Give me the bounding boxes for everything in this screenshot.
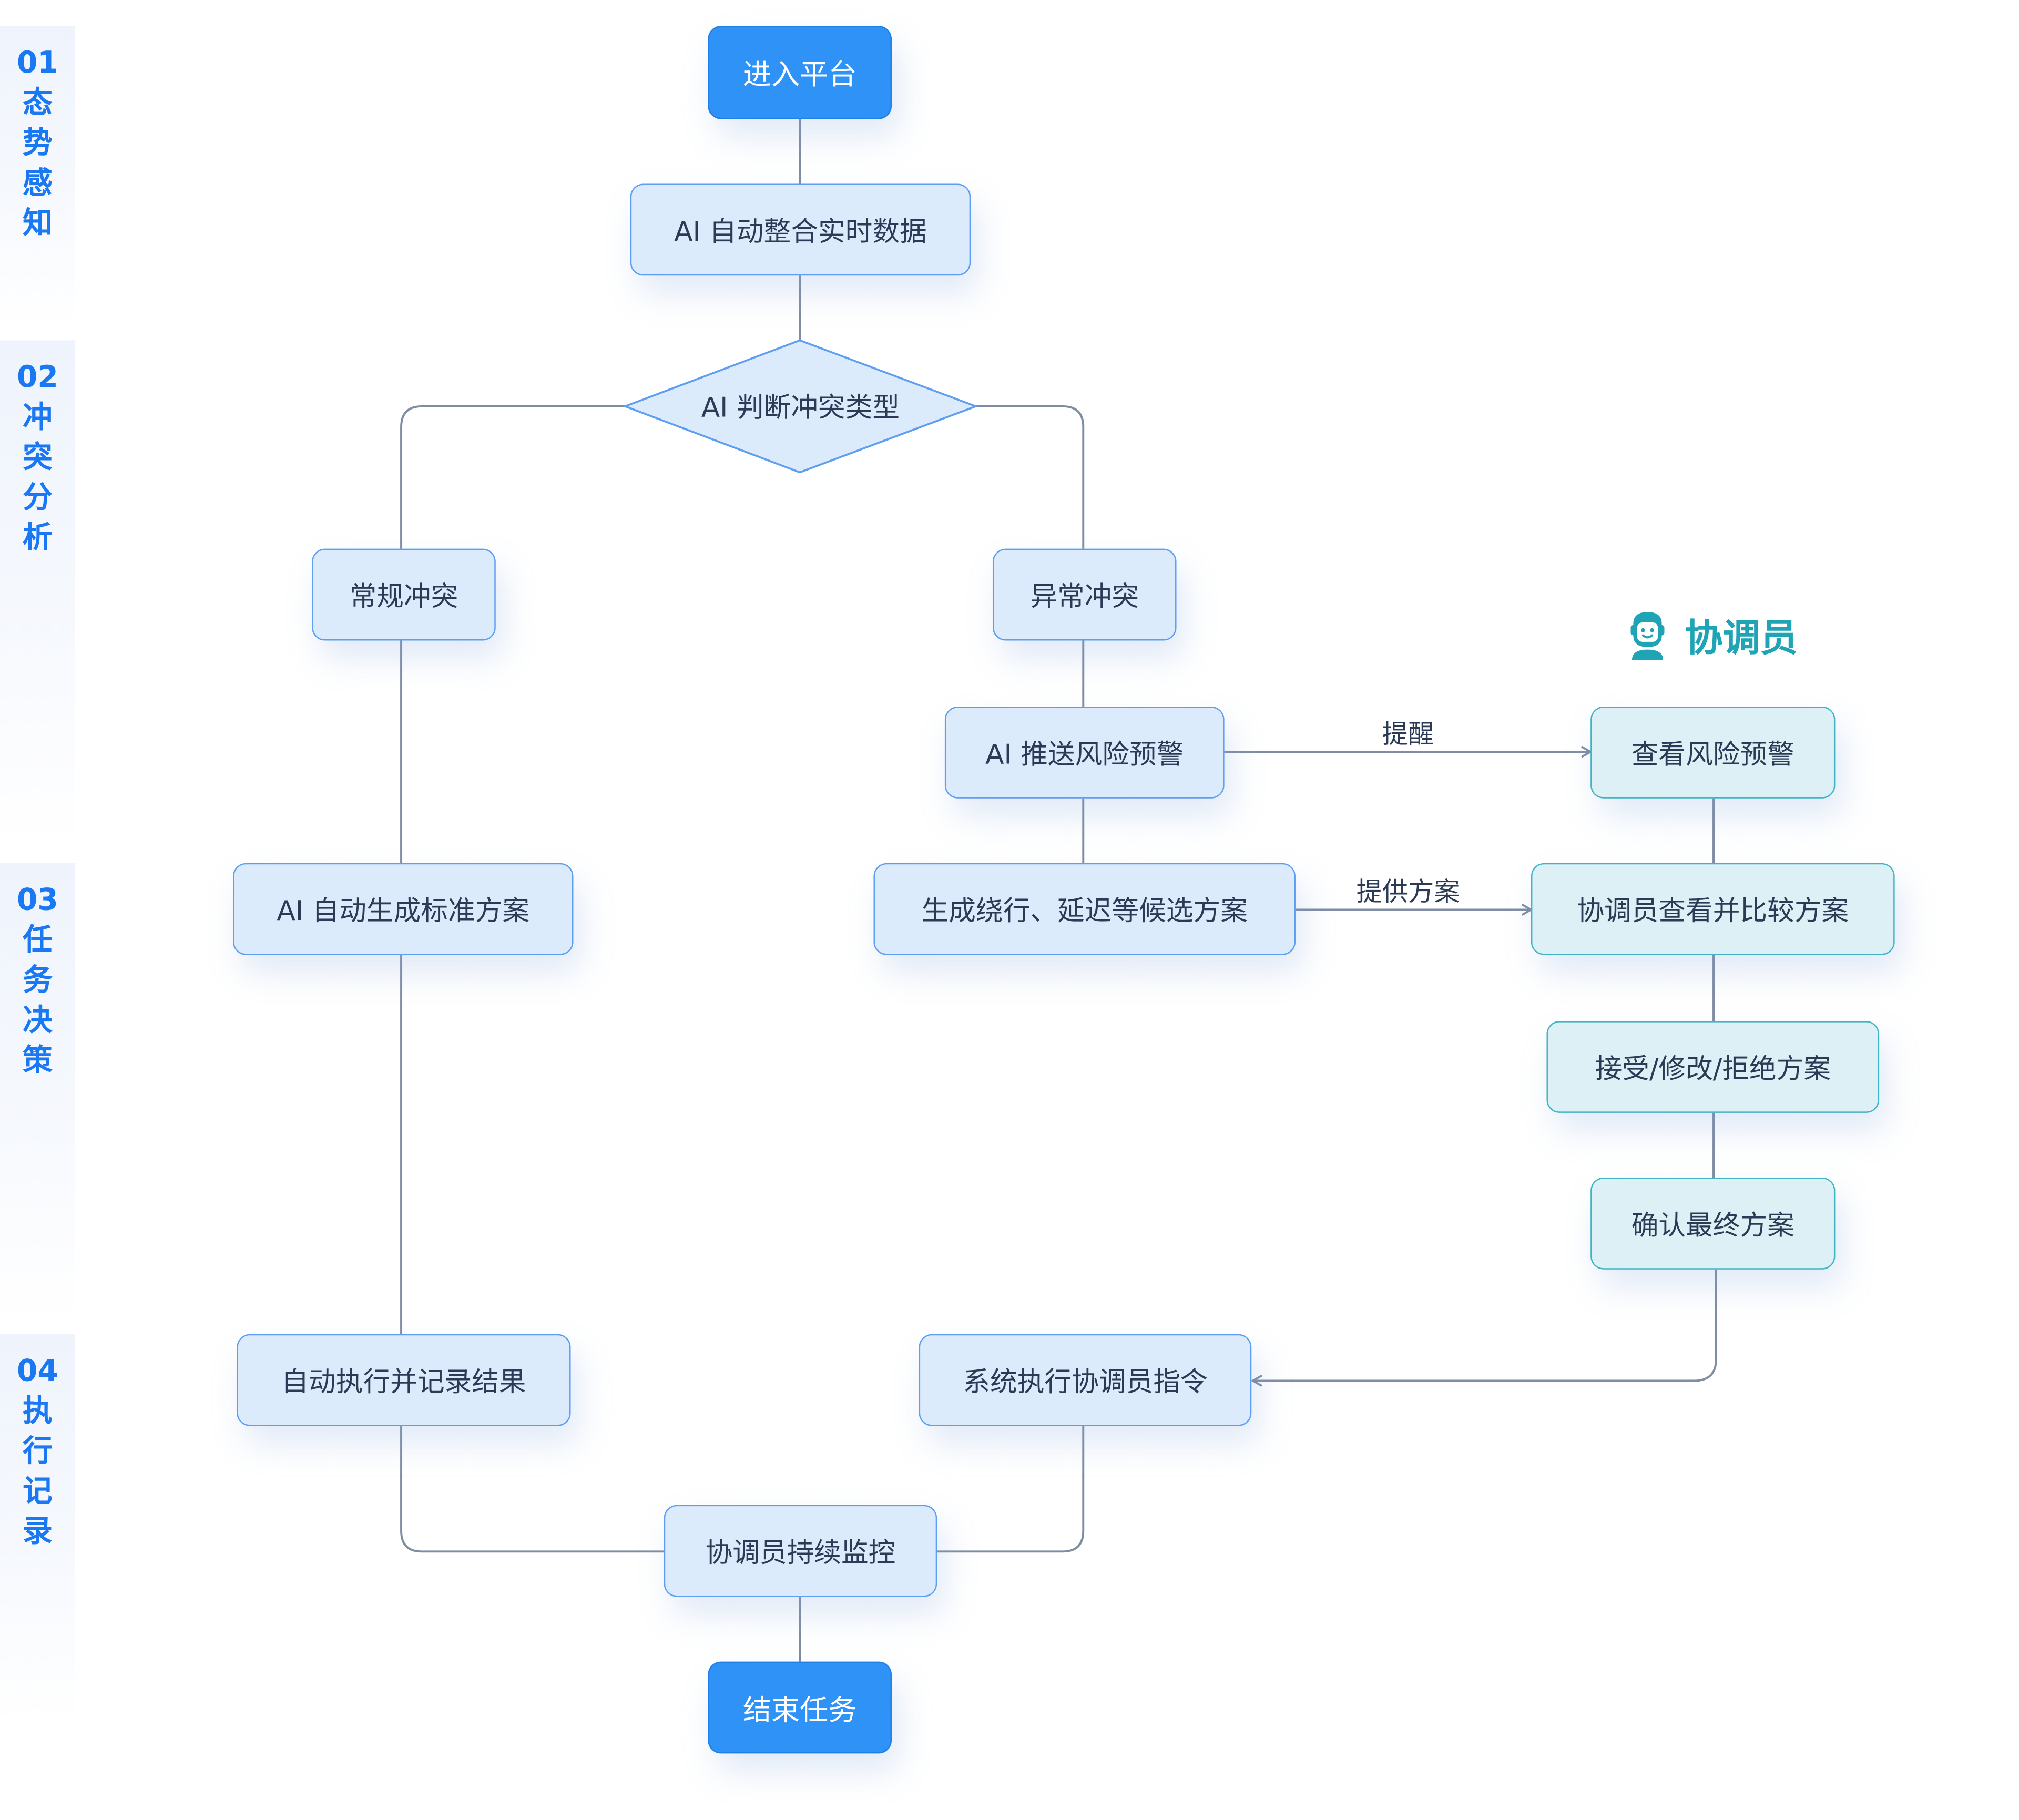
auto-execute-node: 自动执行并记录结果	[237, 1334, 571, 1426]
standard-plan-node: AI 自动生成标准方案	[233, 863, 574, 955]
stage-char: 策	[23, 1044, 53, 1078]
push-alert-node: AI 推送风险预警	[944, 706, 1225, 799]
stage-char: 录	[23, 1515, 53, 1549]
stage-char: 析	[23, 521, 53, 555]
decision-diamond	[622, 339, 979, 474]
stage-char: 分	[23, 481, 53, 515]
stage-char: 任	[23, 924, 53, 958]
abnormal-conflict-node: 异常冲突	[992, 548, 1177, 641]
stage-band-2	[0, 340, 75, 848]
stage-number: 04	[16, 1355, 58, 1389]
view-alert-node: 查看风险预警	[1590, 706, 1836, 799]
stage-number: 01	[16, 46, 58, 80]
edge-autoexec-monitor	[400, 1426, 664, 1553]
stage-char: 感	[23, 167, 53, 201]
stage-char: 执	[23, 1395, 53, 1429]
confirm-plan-node: 确认最终方案	[1590, 1177, 1836, 1270]
stage-number: 03	[16, 884, 58, 918]
stage-label-4: 04 执 行 记 录	[0, 1352, 75, 1553]
stage-char: 势	[23, 127, 53, 161]
edge-judge-abnormal	[975, 405, 1085, 549]
stage-number: 02	[16, 361, 58, 395]
edge-label-provide: 提供方案	[1356, 876, 1460, 907]
stage-label-2: 02 冲 突 分 析	[0, 359, 75, 559]
stage-char: 决	[23, 1004, 53, 1038]
routine-conflict-node: 常规冲突	[312, 548, 496, 641]
stage-char: 务	[23, 964, 53, 998]
compare-plans-node: 协调员查看并比较方案	[1531, 863, 1895, 955]
stage-char: 知	[23, 207, 53, 241]
stage-label-3: 03 任 务 决 策	[0, 881, 75, 1082]
start-node: 进入平台	[708, 26, 892, 119]
monitor-node: 协调员持续监控	[664, 1505, 937, 1597]
edge-sysexec-monitor	[937, 1426, 1085, 1553]
stage-char: 记	[23, 1475, 53, 1509]
edge-label-remind: 提醒	[1382, 718, 1434, 750]
stage-band-3	[0, 863, 75, 1319]
decision-label: AI 判断冲突类型	[701, 392, 900, 423]
stage-label-1: 01 态 势 感 知	[0, 44, 75, 245]
stage-char: 突	[23, 441, 53, 475]
stage-char: 态	[23, 86, 53, 120]
coordinator-role-label: 协调员	[1685, 616, 1798, 660]
candidate-plans-node: 生成绕行、延迟等候选方案	[873, 863, 1296, 955]
edge-confirm-sysexec	[1250, 1269, 1717, 1387]
stage-band-4	[0, 1334, 75, 1723]
stage-char: 行	[23, 1435, 53, 1469]
end-node: 结束任务	[708, 1661, 892, 1754]
coordinator-avatar-icon	[1630, 612, 1665, 660]
stage-band-1	[0, 26, 75, 326]
system-execute-node: 系统执行协调员指令	[919, 1334, 1252, 1426]
edge-judge-routine	[400, 405, 625, 549]
accept-modify-reject-node: 接受/修改/拒绝方案	[1546, 1021, 1880, 1113]
coordinator-role-badge: 协调员	[1626, 608, 1798, 662]
stage-char: 冲	[23, 401, 53, 435]
integrate-data-node: AI 自动整合实时数据	[630, 183, 971, 276]
